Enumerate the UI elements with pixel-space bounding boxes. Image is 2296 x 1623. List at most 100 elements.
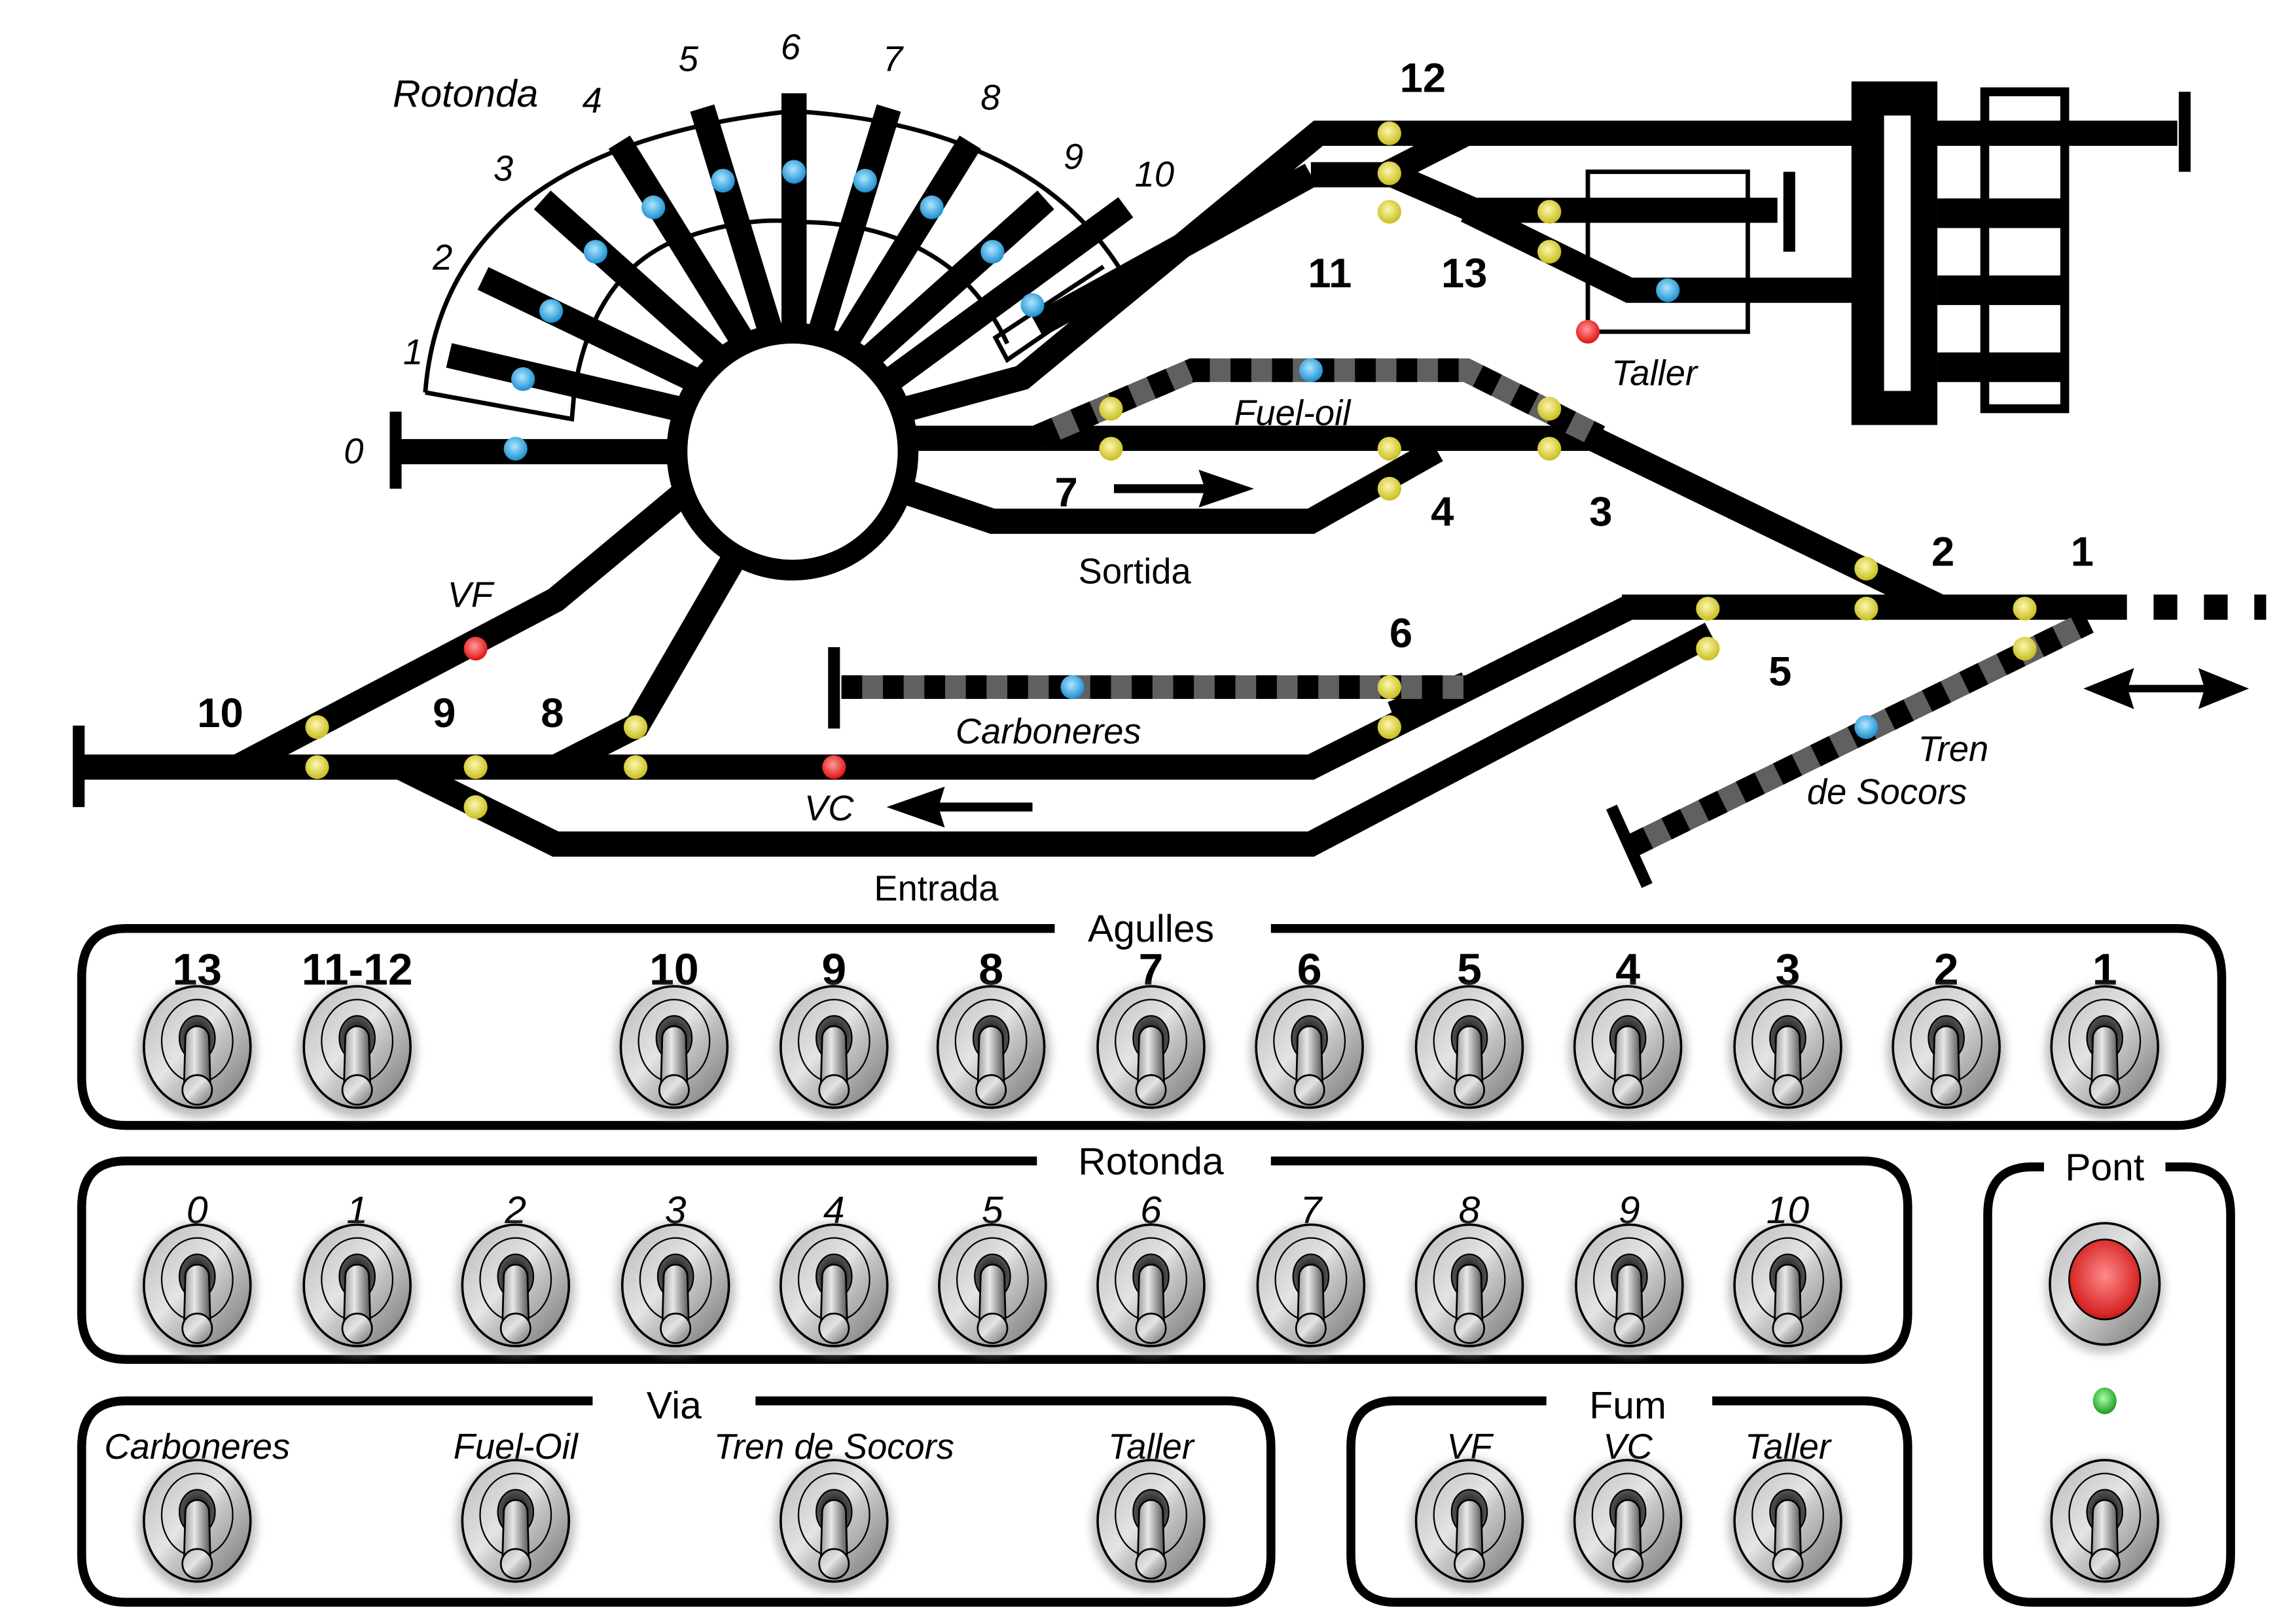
- switch-via-tren-de-socors: Tren de Socors: [714, 1427, 954, 1592]
- label-turnout-10: 10: [197, 690, 243, 736]
- rotunda-tracks: [400, 93, 2178, 465]
- toggle-switch[interactable]: [932, 985, 1050, 1118]
- toggle-switch[interactable]: [1569, 1459, 1687, 1592]
- toggle-switch[interactable]: [1569, 985, 1687, 1118]
- switch-rotonda-4: 4: [775, 1189, 893, 1357]
- toggle-switch[interactable]: [1092, 1459, 1210, 1592]
- led-track-6: [782, 160, 806, 184]
- turntable[interactable]: [666, 323, 919, 581]
- toggle-switch[interactable]: [138, 985, 257, 1118]
- pont-toggle-switch[interactable]: [2045, 1459, 2164, 1592]
- toggle-switch[interactable]: [615, 985, 733, 1118]
- label-tren: Tren: [1918, 729, 1989, 769]
- toggle-switch[interactable]: [298, 985, 416, 1118]
- toggle-switch[interactable]: [1410, 1223, 1529, 1357]
- rotunda-track-5: [690, 104, 785, 345]
- toggle-switch[interactable]: [1729, 1223, 1847, 1357]
- toggle-switch[interactable]: [1410, 985, 1529, 1118]
- panel-title-fum: Fum: [1589, 1385, 1666, 1427]
- label-vc: VC: [804, 789, 854, 829]
- led-smoke-vf: [463, 636, 488, 661]
- led-track-7: [853, 168, 877, 193]
- label-turnout-12: 12: [1400, 55, 1446, 101]
- label-turnout-8: 8: [541, 690, 564, 736]
- track-diagram: Rotonda 0 1 2 3 4 5 6 7 8 9 10 1 2 3 4 5…: [73, 27, 2267, 908]
- led-smoke-vc: [822, 755, 846, 779]
- label-track-10: 10: [1135, 154, 1174, 194]
- led-track-10: [1020, 293, 1045, 317]
- rotunda-track-2: [477, 267, 717, 400]
- toggle-switch[interactable]: [1410, 1459, 1529, 1592]
- track-11: [1031, 164, 1318, 337]
- switch-rotonda-0: 0: [138, 1189, 257, 1357]
- switch-via-taller: Taller: [1092, 1427, 1210, 1592]
- led-track-3: [583, 240, 608, 264]
- rotunda-track-4: [608, 135, 759, 357]
- transfer-table: [1851, 81, 2070, 425]
- toggle-switch[interactable]: [456, 1459, 575, 1592]
- panel-title-rotonda: Rotonda: [1078, 1140, 1224, 1183]
- label-track-7: 7: [883, 39, 904, 79]
- toggle-switch[interactable]: [138, 1223, 257, 1357]
- toggle-switch[interactable]: [1887, 985, 2005, 1118]
- panel-pont: Pont: [1983, 1146, 2235, 1607]
- label-sortida: Sortida: [1079, 552, 1192, 592]
- label-turnout-5: 5: [1768, 649, 1791, 695]
- switch-agulles-6: 6: [1250, 946, 1369, 1118]
- switch-agulles-3: 3: [1729, 946, 1847, 1118]
- toggle-switch[interactable]: [617, 1223, 735, 1357]
- toggle-switch[interactable]: [1092, 1223, 1210, 1357]
- track-leds: [305, 121, 2037, 819]
- label-track-9: 9: [1064, 137, 1083, 177]
- toggle-switch[interactable]: [1092, 985, 1210, 1118]
- toggle-switch[interactable]: [1570, 1223, 1689, 1357]
- pont-status-led: [2092, 1387, 2117, 1414]
- label-rotonda: Rotonda: [393, 73, 538, 115]
- switch-rotonda-2: 2: [456, 1189, 575, 1357]
- arrow-right-icon: [1198, 469, 1254, 508]
- label-fuel-oil: Fuel-oil: [1234, 393, 1352, 433]
- switch-agulles-1: 1: [2045, 946, 2164, 1118]
- label-entrada: Entrada: [874, 868, 999, 908]
- switch-rotonda-8: 8: [1410, 1189, 1529, 1357]
- toggle-switch[interactable]: [1729, 985, 1847, 1118]
- label-track-5: 5: [679, 39, 699, 79]
- label-carboneres: Carboneres: [956, 711, 1141, 751]
- switch-via-carboneres: Carboneres: [104, 1427, 290, 1592]
- led-track-2: [539, 299, 564, 323]
- toggle-switch[interactable]: [298, 1223, 416, 1357]
- toggle-switch[interactable]: [1729, 1459, 1847, 1592]
- toggle-switch[interactable]: [456, 1223, 575, 1357]
- label-taller: Taller: [1611, 353, 1698, 393]
- panel-title-pont: Pont: [2065, 1146, 2144, 1188]
- toggle-switch[interactable]: [138, 1459, 257, 1592]
- toggle-switch[interactable]: [775, 1223, 893, 1357]
- switch-agulles-8: 8: [932, 946, 1050, 1118]
- label-de-socors: de Socors: [1807, 772, 1967, 812]
- label-turnout-2: 2: [1931, 529, 1954, 575]
- panel-title-agulles: Agulles: [1088, 908, 1214, 950]
- switch-agulles-13: 13: [138, 946, 257, 1118]
- pont-push-button[interactable]: [2045, 1222, 2164, 1354]
- led-carboneres: [1060, 675, 1085, 700]
- toggle-switch[interactable]: [933, 1223, 1052, 1357]
- toggle-switch[interactable]: [1250, 985, 1369, 1118]
- rotunda-track-9: [853, 190, 1054, 374]
- switch-rotonda-5: 5: [933, 1189, 1052, 1357]
- switch-agulles-11-12: 11-12: [298, 946, 416, 1118]
- switch-agulles-2: 2: [1887, 946, 2005, 1118]
- led-track-8: [920, 195, 944, 219]
- toggle-switch[interactable]: [1251, 1223, 1370, 1357]
- led-tren-socors: [1854, 715, 1878, 740]
- led-fuel-oil: [1299, 358, 1323, 382]
- toggle-switch[interactable]: [2045, 985, 2164, 1118]
- rotunda-track-7: [806, 104, 901, 345]
- label-turnout-6: 6: [1390, 611, 1412, 656]
- label-track-4: 4: [583, 80, 602, 120]
- toggle-switch[interactable]: [775, 1459, 893, 1592]
- switch-rotonda-7: 7: [1251, 1189, 1370, 1357]
- toggle-switch[interactable]: [775, 985, 893, 1118]
- switch-rotonda-1: 1: [298, 1189, 416, 1357]
- switch-agulles-7: 7: [1092, 946, 1210, 1118]
